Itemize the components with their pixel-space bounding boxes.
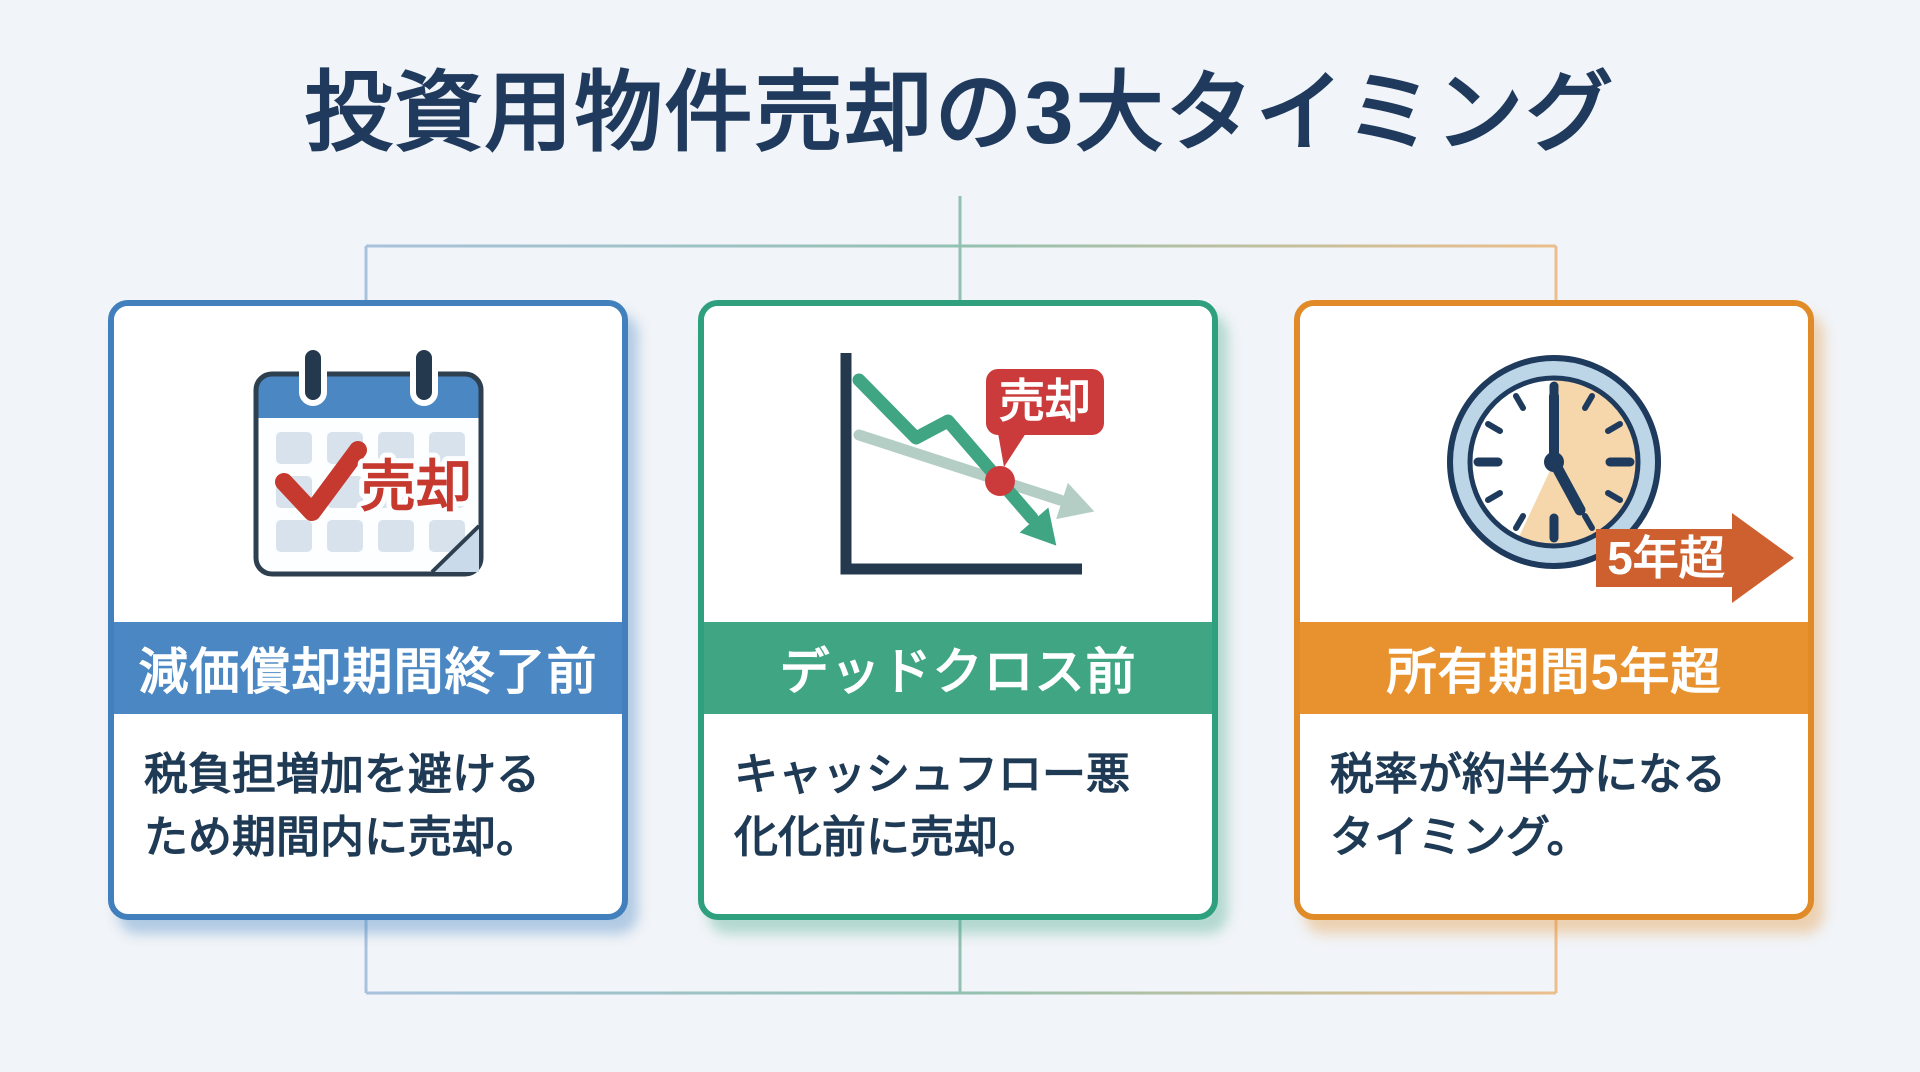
timing-card-five-years: 5年超 所有期間5年超 税率が約半分になる タイミング。 [1294, 300, 1814, 920]
declining-chart-icon: 売却 [840, 352, 1104, 574]
description-line: 税率が約半分になる [1330, 750, 1726, 799]
five-years-label: 5年超 [1607, 532, 1726, 584]
description-line: 化化前に売却。 [734, 812, 1042, 862]
clock-center [1544, 452, 1564, 472]
five-years-arrow: 5年超 [1596, 513, 1794, 603]
timing-card-dead-cross: 売却 デッドクロス前 キャッシュフロー悪 化化前に売却。 [698, 300, 1218, 920]
sell-label: 売却 [360, 455, 472, 518]
cross-point-dot [985, 465, 1015, 496]
check-mark [274, 441, 367, 521]
calendar-ring [298, 344, 327, 406]
chart-axes [840, 352, 1082, 574]
depreciation-description: 税負担増加を避ける ため期間内に売却。 [114, 714, 622, 914]
sell-label: 売却 [999, 375, 1091, 427]
description-line: タイミング。 [1330, 812, 1591, 862]
five-years-description: 税率が約半分になる タイミング。 [1300, 714, 1808, 914]
five-years-header: 所有期間5年超 [1300, 622, 1808, 714]
calendar-ring [409, 344, 438, 406]
page-title: 投資用物件売却の3大タイミング [304, 63, 1616, 162]
clock-icon [1447, 355, 1661, 569]
depreciation-header: 減価償却期間終了前 [114, 622, 622, 714]
calendar-check-icon: 売却 [253, 344, 483, 577]
dead-cross-icon-area: 売却 [704, 306, 1212, 622]
five-years-icon-area: 5年超 [1300, 306, 1808, 622]
description-line: 税負担増加を避ける [144, 750, 540, 799]
dead-cross-description: キャッシュフロー悪 化化前に売却。 [704, 714, 1212, 914]
depreciation-icon-area: 売却 [114, 306, 622, 622]
declining-trend-line [852, 373, 1057, 546]
elapsed-time-shade [1518, 377, 1639, 546]
timing-card-depreciation: 売却 減価償却期間終了前 税負担増加を避ける ため期間内に売却。 [108, 300, 628, 920]
cashflow-line [853, 429, 1095, 519]
dead-cross-header: デッドクロス前 [704, 622, 1212, 714]
calendar-grid [275, 432, 465, 552]
description-line: キャッシュフロー悪 [734, 750, 1130, 799]
clock-arrow-group: 5年超 [1300, 306, 1808, 622]
sell-callout-badge: 売却 [986, 368, 1104, 467]
description-line: ため期間内に売却。 [144, 812, 540, 862]
